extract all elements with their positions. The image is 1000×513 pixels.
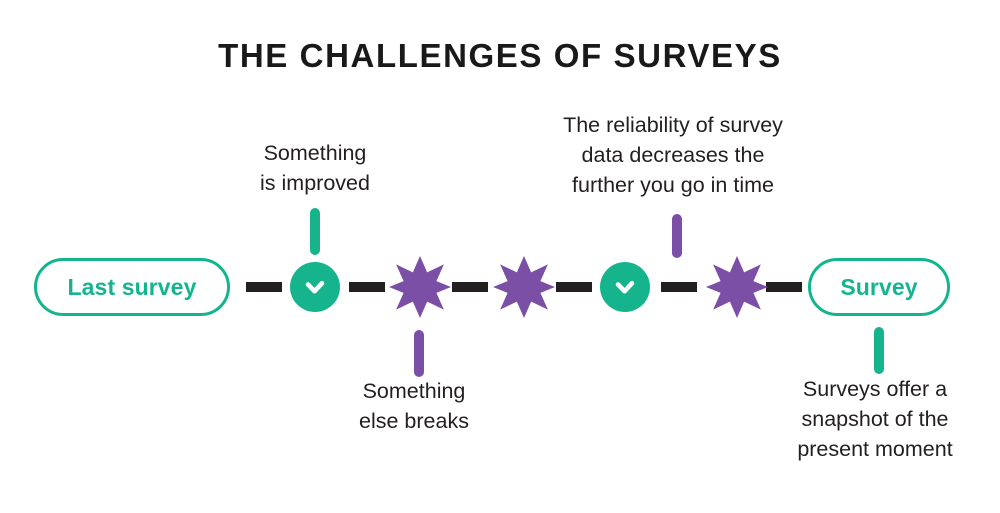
dash-icon	[349, 282, 385, 292]
dash-icon	[452, 282, 488, 292]
dash-icon	[246, 282, 282, 292]
callout-something-improved: Something is improved	[260, 141, 370, 195]
connector-something-improved	[310, 208, 320, 255]
connector-reliability-decreases	[672, 214, 682, 258]
callout-surveys-snapshot: Surveys offer a snapshot of the present …	[797, 377, 953, 461]
check-circle-icon[interactable]	[600, 262, 650, 312]
dash-icon	[766, 282, 802, 292]
callout-reliability-decreases: The reliability of survey data decreases…	[563, 113, 783, 197]
dash-icon	[556, 282, 592, 292]
eight-point-star-icon[interactable]	[389, 256, 451, 318]
callout-something-else-breaks: Something else breaks	[359, 379, 469, 433]
connector-surveys-snapshot	[874, 327, 884, 374]
dash-icon	[661, 282, 697, 292]
timeline-end-pill-label: Survey	[840, 273, 918, 300]
eight-point-star-icon[interactable]	[493, 256, 555, 318]
connector-something-else-breaks	[414, 330, 424, 377]
check-circle-icon[interactable]	[290, 262, 340, 312]
timeline-start-pill-label: Last survey	[67, 273, 197, 300]
page-title: THE CHALLENGES OF SURVEYS	[218, 37, 782, 74]
timeline-start-pill[interactable]: Last survey	[34, 258, 230, 316]
eight-point-star-icon[interactable]	[706, 256, 768, 318]
timeline-end-pill[interactable]: Survey	[808, 258, 950, 316]
